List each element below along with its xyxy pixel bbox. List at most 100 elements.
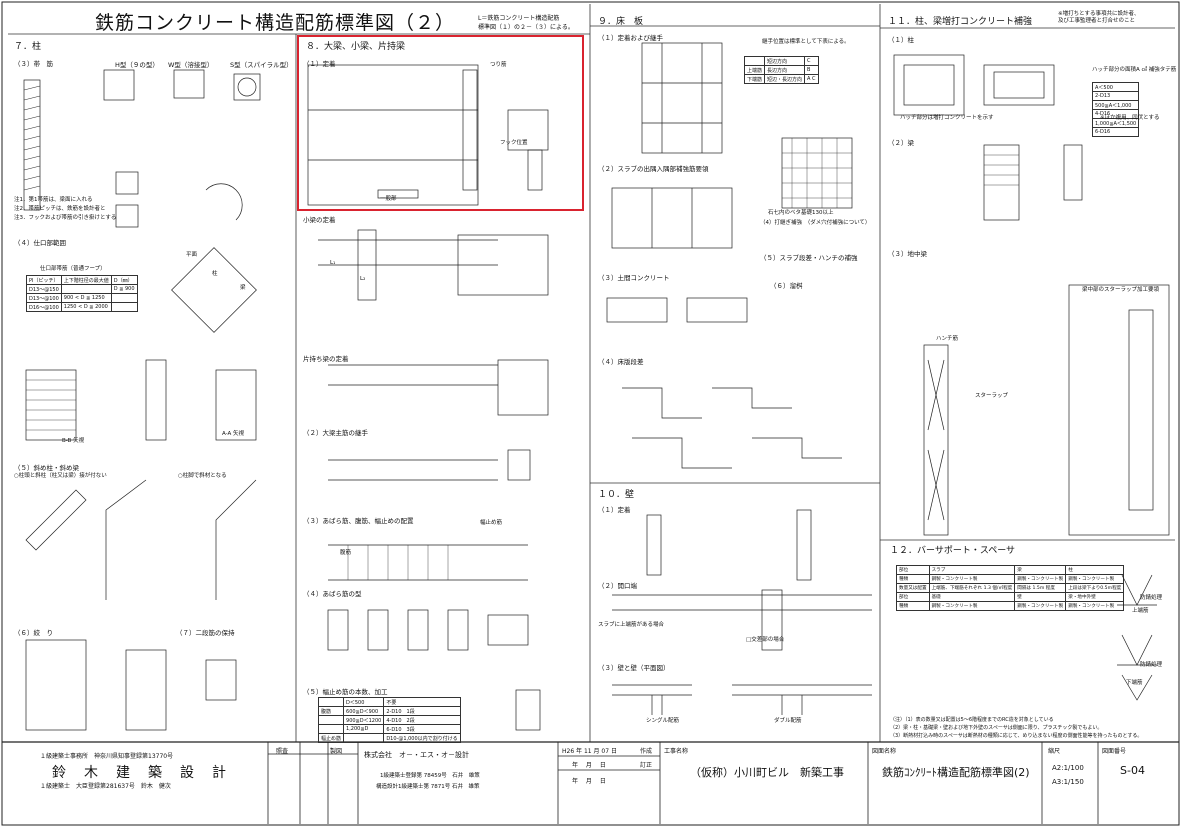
s12-label-bottom: 下端筋 xyxy=(1126,680,1143,686)
tb-architect: １級建築士 大臣登録第281637号 鈴木 健次 xyxy=(40,783,171,790)
s10-label-single: シングル配筋 xyxy=(646,718,680,724)
tb-check-label: 照査 xyxy=(276,748,289,755)
section-7-title: ７．柱 xyxy=(14,42,42,52)
tb-revise-label: 訂正 xyxy=(640,762,653,769)
s12-note-3: （3）断熱材打込み時のスペーサは断熱材の種類に応じて、めり込まない程度の側面性能… xyxy=(890,733,1143,739)
s8-label-tie: 幅止め筋 xyxy=(480,520,503,526)
s7-item-h: H型（９の型） xyxy=(115,61,159,69)
tb-work-label: 工事名称 xyxy=(664,748,689,755)
tb-drawing-number: S-04 xyxy=(1120,764,1145,777)
s9-item-corner: （２）スラブの出隅入隅部補強筋要領 xyxy=(598,165,709,173)
s11-table-caption: ハッチ部分の面積A ㎠ 補強タテ筋 xyxy=(1092,67,1177,73)
tb-office-name: 鈴 木 建 築 設 計 xyxy=(52,765,228,781)
s7-label-plan: 平面 xyxy=(186,252,198,258)
s7-note-3: 注3．フックおよび帯筋の引き掛けとする xyxy=(14,215,117,221)
s11-label-same: ※ほか複用、同伏とする xyxy=(1100,115,1160,121)
s8-drawings xyxy=(307,64,549,731)
s7-item-joint: （４）仕口部範囲 xyxy=(14,239,66,247)
s7-label-beam: 梁 xyxy=(240,285,246,291)
tb-number-label: 図面番号 xyxy=(1102,748,1127,755)
s9-item-pit: （６）溜桝 xyxy=(770,282,803,290)
s8-label-cantilever: 片持ち梁の定着 xyxy=(303,355,349,363)
tb-company-line1: 1級建築士登録第 78459号 石井 雄策 xyxy=(380,773,480,779)
tb-date-row-1: 年 月 日 xyxy=(572,762,606,769)
tb-drawing-name: 鉄筋ｺﾝｸﾘｰﾄ構造配筋標準図(2) xyxy=(882,766,1030,779)
s7-label-bb: B-B 矢視 xyxy=(62,438,85,444)
top-right-note: ※増打ちとする事項共に設計者、及び工事監理者と打合せのこと xyxy=(1058,11,1140,24)
s7-label-aa: A-A 矢視 xyxy=(222,431,245,437)
s10-label-cross: □交差部の場合 xyxy=(746,637,785,643)
s9-drawings xyxy=(606,42,853,469)
tb-made-label: 作成 xyxy=(640,748,653,755)
s8-label-general: 一般部 xyxy=(380,196,397,202)
tb-company-line2: 構造設計1級建築士第 7871号 石井 雄策 xyxy=(376,784,480,790)
s11-item-column: （１）柱 xyxy=(888,36,914,44)
tb-work-name: （仮称）小川町ビル 新築工事 xyxy=(690,766,844,779)
s9-table-caption: 継手位置は標準として下表による。 xyxy=(762,39,850,45)
s7-item-hoop: （３）帯 筋 xyxy=(14,60,53,68)
s8-item-stirrup-type: （４）あばら筋の型 xyxy=(303,590,362,598)
s8-label-hanger: つり筋 xyxy=(490,62,507,68)
s9-note-1: （4）打継ぎ補強 （ダメ穴付補強について） xyxy=(760,220,871,226)
s8-label-L1: L₁ xyxy=(330,260,336,266)
tb-scale-label: 縮尺 xyxy=(1048,748,1061,755)
section-12-title: １２．バーサポート・スペーサ xyxy=(890,546,1016,556)
s7-note-2: 注2．帯筋ピッチは、鉄筋を設計者と xyxy=(14,206,106,212)
s7-label-slant-b: ○柱脚で斜材となる xyxy=(178,473,227,479)
s8-item-stirrup: （３）あばら筋、腹筋、幅止めの配置 xyxy=(303,517,414,525)
s7-label-slant-a: ○柱頭と斜柱（柱又は梁）接が付ない xyxy=(14,473,107,479)
s8-item-anchor: （１）定着 xyxy=(303,60,336,68)
s9-item-step: （５）スラブ段差・ハンチの補強 xyxy=(760,254,858,262)
tb-drawing-label: 図面名称 xyxy=(872,748,897,755)
s9-item-anchor: （１）定着および継手 xyxy=(598,34,663,42)
tb-company: 株式会社 オ－・エス・オ－設計 xyxy=(364,751,469,759)
title-block-lines xyxy=(267,742,1099,824)
s7-item-slant: （５）斜め柱・斜め梁 xyxy=(14,464,79,472)
section-11-title: １１．柱、梁増打コンクリート補強 xyxy=(888,17,1033,27)
s10-item-wall: （３）壁と壁（平面図） xyxy=(598,664,670,672)
section-8-title: ８．大梁、小梁、片持梁 xyxy=(306,42,406,52)
tb-scale-a3: A3:1/150 xyxy=(1052,778,1084,786)
s12-label-top: 上端筋 xyxy=(1132,608,1149,614)
s7-item-taper: （６）絞 り xyxy=(14,629,53,637)
s12-drawings xyxy=(1117,574,1157,701)
s8-item-splice: （２）大梁主筋の継手 xyxy=(303,429,368,437)
section-9-title: ９．床 板 xyxy=(598,17,644,27)
s7-item-w: W型（溶接型） xyxy=(168,61,214,69)
s9-item-level: （４）床版段差 xyxy=(598,358,644,366)
s12-note-2: （2）梁・柱・基礎梁・壁および地下外壁のスペーサは側面に限り、プラスチック製でも… xyxy=(890,725,1103,731)
s11-label-stirrup: スターラップ xyxy=(975,393,1009,399)
s11-label-hatch: ハッチ部分は増打コンクリートを示す xyxy=(900,115,994,121)
highlight-frame xyxy=(297,35,584,211)
s7-table-caption: 仕口部帯筋（普通フープ） xyxy=(40,266,106,272)
s10-item-opening: （２）開口端 xyxy=(598,582,637,590)
s11-item-foundation: （３）地中梁 xyxy=(888,250,927,258)
s12-label-rust-1: 防錆処理 xyxy=(1140,595,1163,601)
s11-drawings xyxy=(893,54,1170,536)
s8-label-hook: フック位置 xyxy=(500,140,528,146)
tb-draft-label: 製図 xyxy=(330,748,343,755)
s8-label-L2: L₂ xyxy=(360,276,366,282)
s7-drawings xyxy=(23,69,261,731)
s10-label-slab: スラブに上端筋がある場合 xyxy=(598,622,665,628)
s9-item-ground: （３）土間コンクリート xyxy=(598,274,670,282)
s7-item-s: S型（スパイラル型） xyxy=(230,61,293,69)
tb-date-row-2: 年 月 日 xyxy=(572,778,606,785)
section-10-title: １０．壁 xyxy=(598,490,635,500)
s10-label-double: ダブル配筋 xyxy=(774,718,802,724)
s7-item-double: （７）二段筋の保持 xyxy=(176,629,235,637)
s9-note-0: 石七内のベタ基礎130以上 xyxy=(768,210,834,216)
title-note: L＝鉄筋コンクリート構造配筋標準図（１）の２－（３）による。 xyxy=(478,15,574,31)
page-title: 鉄筋コンクリート構造配筋標準図（２） xyxy=(95,12,456,34)
s10-drawings xyxy=(612,509,872,715)
s10-item-anchor: （１）定着 xyxy=(598,506,631,514)
s12-note-1: （注）（1）表の数量又は配置は5～6階程度までのRC造を対象としている xyxy=(890,717,1054,723)
tb-scale-a2: A2:1/100 xyxy=(1052,764,1084,772)
s11-label-process: 梁中部のスターラップ加工要領 xyxy=(1082,287,1160,293)
